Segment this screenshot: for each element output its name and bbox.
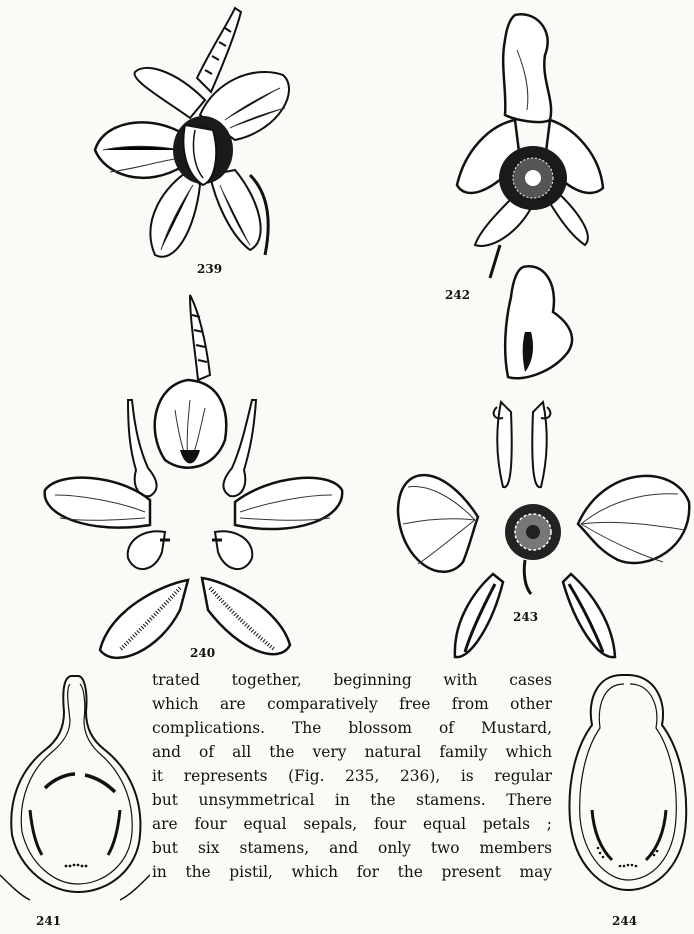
figure-243: 243 [393,262,693,662]
larkspur-flower-front-illustration [85,0,295,270]
text-line: but six stamens, and only two members [152,836,552,860]
floral-diagram-241 [0,670,150,910]
aconite-flower-dissected-illustration [393,262,693,662]
figure-241-label: 241 [36,914,61,928]
floral-diagram-244 [562,670,694,910]
figure-240: 240 [40,290,350,670]
text-line: complications. The blossom of Mustard, [152,716,552,740]
figure-242: 242 [445,10,615,280]
text-line: trated together, beginning with cases [152,668,552,692]
text-line: but unsymmetrical in the stamens. There [152,788,552,812]
text-line: it represents (Fig. 235, 236), is regula… [152,764,552,788]
figure-239-label: 239 [197,262,222,276]
figure-240-label: 240 [190,646,215,660]
figure-244: 244 [562,670,694,910]
figure-244-label: 244 [612,914,637,928]
figure-239: 239 [85,0,295,270]
figure-241: 241 [0,670,150,910]
body-paragraph: trated together, beginning with cases wh… [152,668,552,884]
aconite-flower-front-illustration [445,10,615,280]
larkspur-flower-dissected-illustration [40,290,350,670]
text-line: are four equal sepals, four equal petals… [152,812,552,836]
figure-243-label: 243 [513,610,538,624]
text-line: which are comparatively free from other [152,692,552,716]
text-line: and of all the very natural family which [152,740,552,764]
text-line: in the pistil, which for the present may [152,860,552,884]
